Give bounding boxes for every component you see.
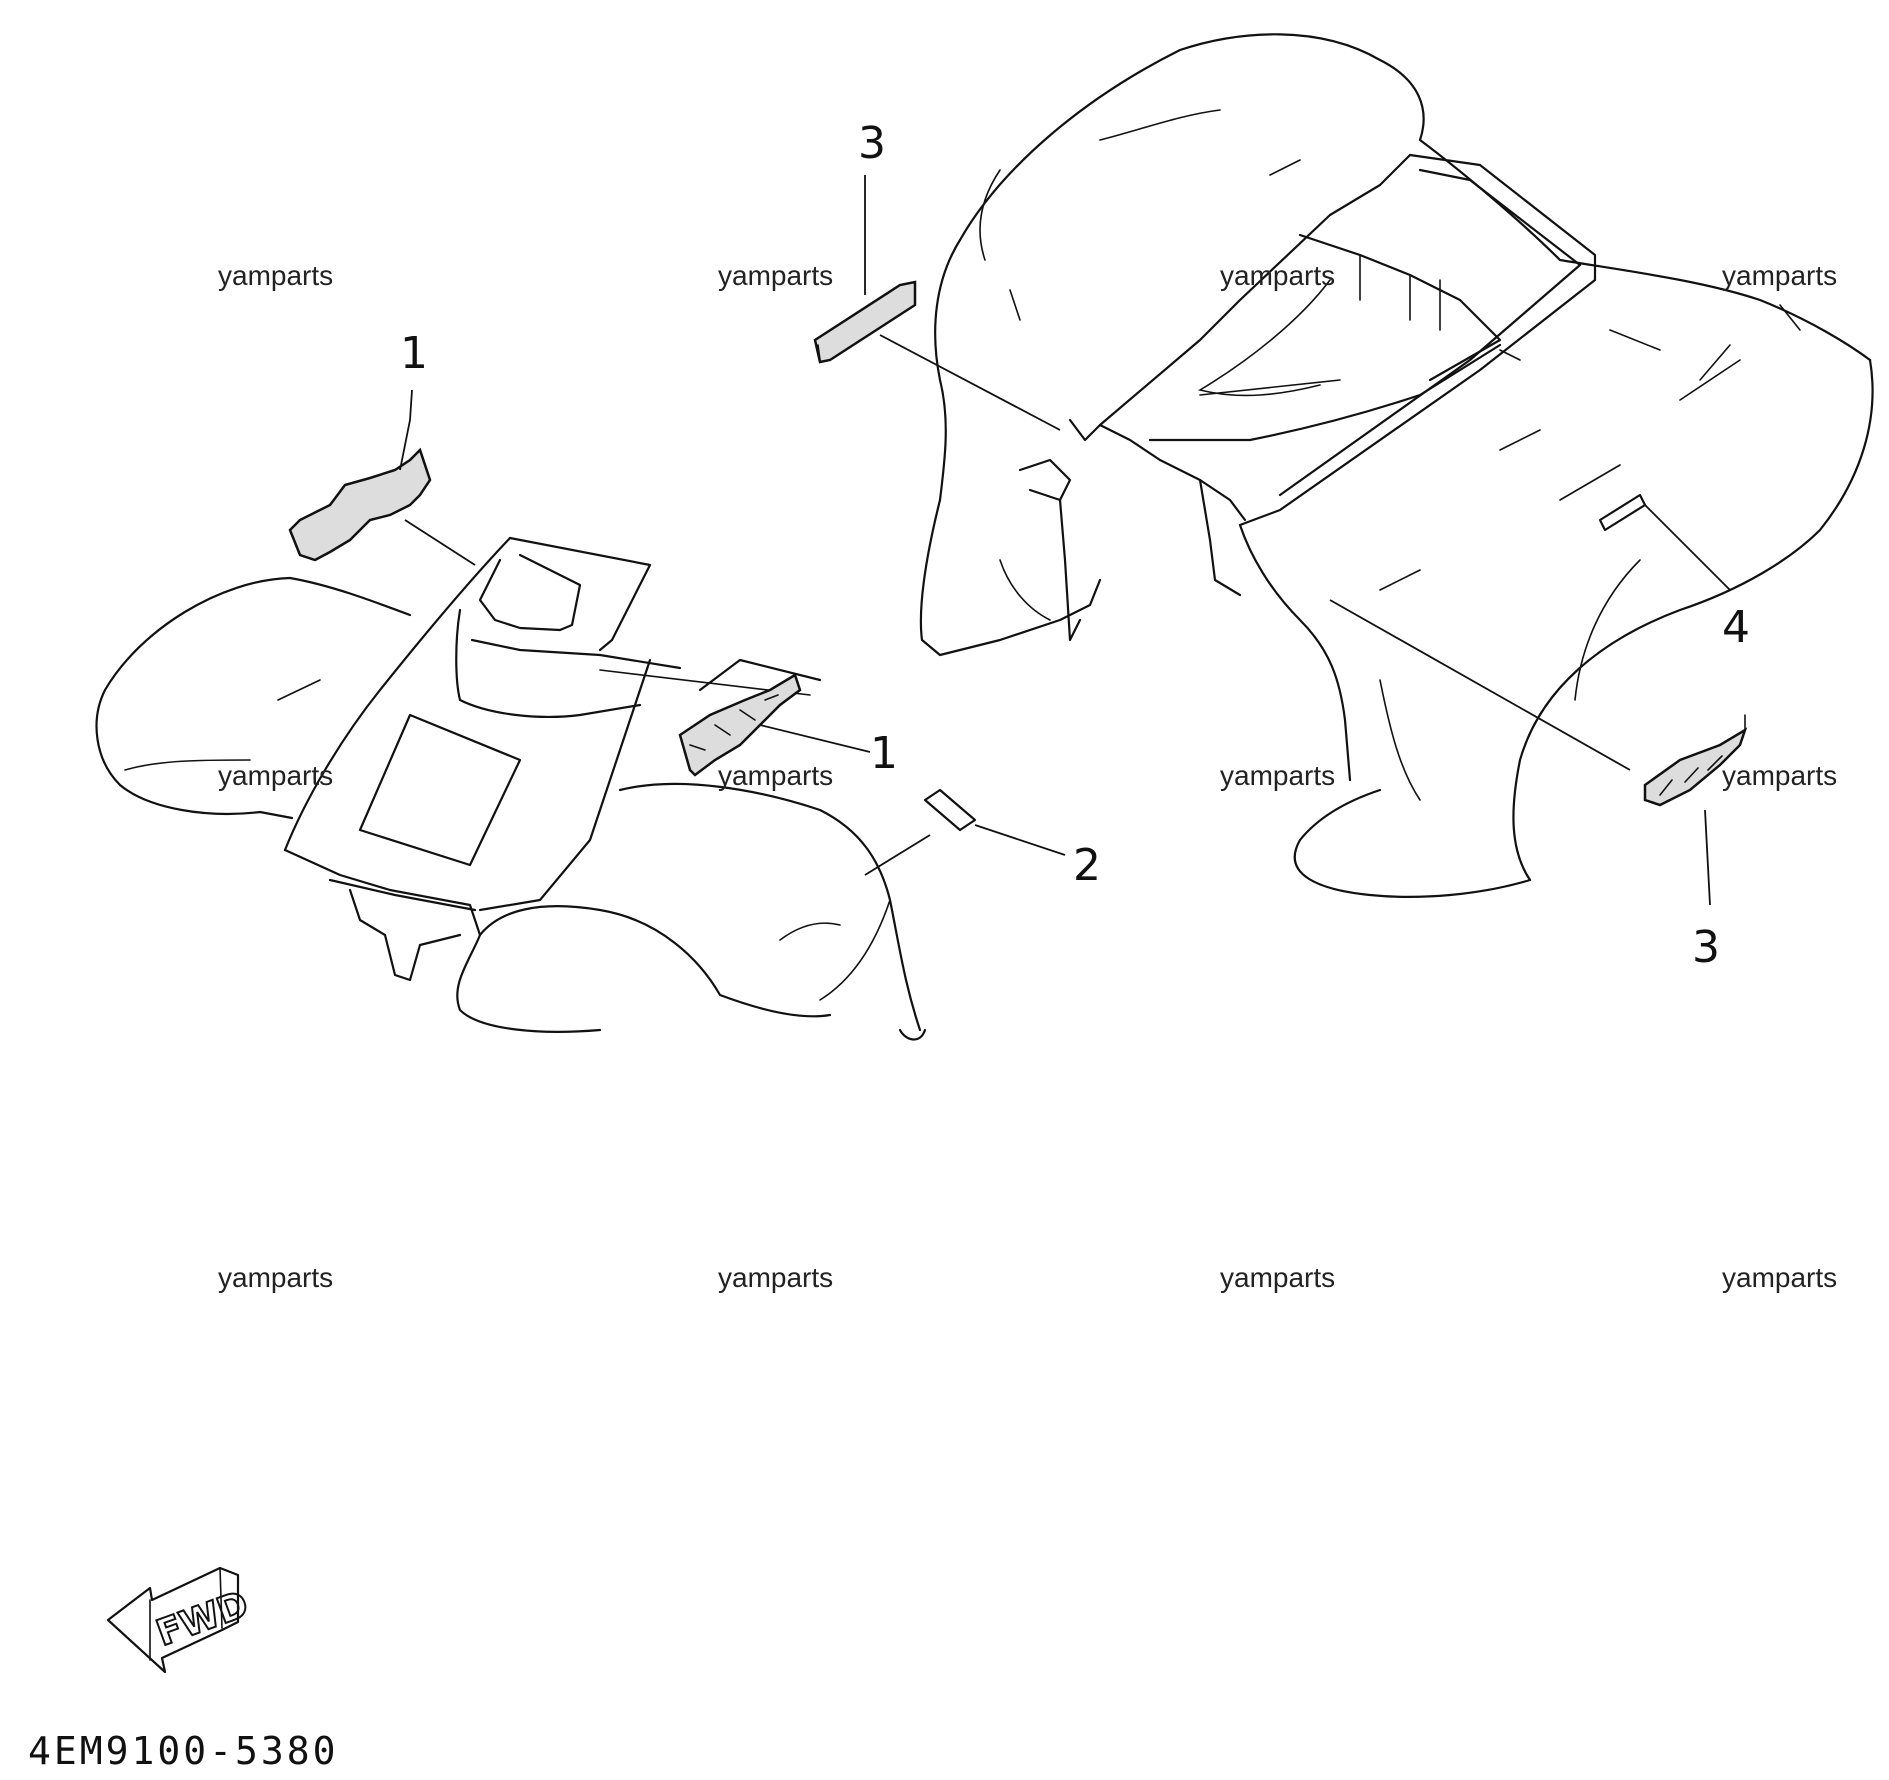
- watermark: yamparts: [1722, 760, 1837, 791]
- callout-3-top: 3: [858, 118, 886, 169]
- watermark: yamparts: [218, 760, 333, 791]
- watermark: yamparts: [718, 260, 833, 291]
- watermark: yamparts: [1722, 1262, 1837, 1293]
- callout-2: 2: [1073, 840, 1101, 891]
- decal-3-bottom: [1643, 714, 1748, 807]
- callout-4: 4: [1722, 602, 1750, 653]
- decal-2: [923, 788, 977, 832]
- callout-3-bottom: 3: [1692, 922, 1720, 973]
- watermark: yamparts: [1220, 260, 1335, 291]
- fwd-arrow-icon: FWD: [106, 1566, 255, 1674]
- watermark: yamparts: [718, 760, 833, 791]
- decal-1-top: [288, 447, 432, 562]
- leader-lines: [399, 175, 1731, 906]
- front-fender: [95, 536, 927, 1041]
- callout-1-top: 1: [400, 328, 428, 379]
- fwd-label: FWD: [151, 1584, 254, 1655]
- decal-4: [1598, 493, 1647, 532]
- watermarks: yamparts yamparts yamparts yamparts yamp…: [218, 260, 1837, 1293]
- diagram-code: 4EM9100-5380: [28, 1729, 339, 1773]
- watermark: yamparts: [1220, 1262, 1335, 1293]
- rear-fender: [919, 33, 1874, 898]
- decal-1-front: [678, 673, 802, 777]
- watermark: yamparts: [218, 260, 333, 291]
- decal-3-top: [813, 280, 917, 364]
- watermark: yamparts: [718, 1262, 833, 1293]
- watermark: yamparts: [1220, 760, 1335, 791]
- callout-1-front: 1: [870, 728, 898, 779]
- watermark: yamparts: [1722, 260, 1837, 291]
- watermark: yamparts: [218, 1262, 333, 1293]
